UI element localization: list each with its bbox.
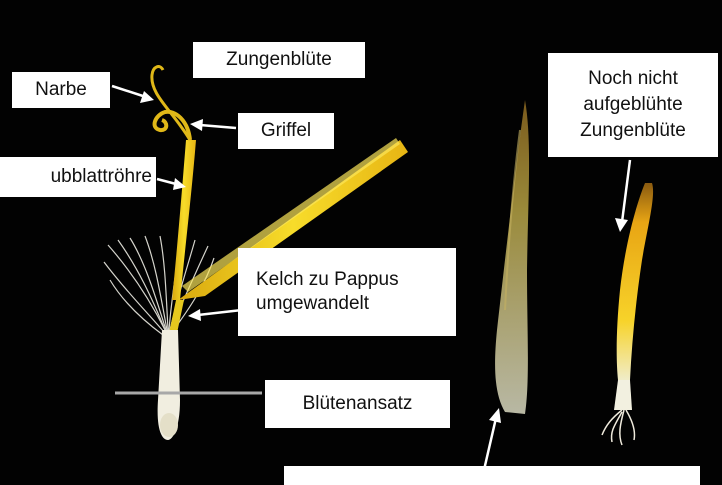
label-zungenbluete: Zungenblüte bbox=[193, 42, 365, 78]
label-bluetenansatz: Blütenansatz bbox=[265, 380, 450, 428]
arrow-icon bbox=[484, 408, 501, 470]
arrow-icon bbox=[188, 309, 242, 321]
dried-floret bbox=[495, 100, 529, 414]
arrow-icon bbox=[157, 178, 186, 190]
arrow-icon bbox=[190, 119, 236, 131]
label-noch-nicht-aufgebluehte: Noch nicht aufgeblühte Zungenblüte bbox=[548, 53, 718, 157]
label-griffel: Griffel bbox=[238, 113, 334, 149]
arrow-icon bbox=[112, 86, 154, 103]
label-kronblattroehre: ubblattröhre bbox=[0, 157, 156, 197]
label-bottom-caption bbox=[284, 466, 700, 485]
arrow-icon bbox=[615, 160, 630, 232]
bud-roots bbox=[602, 410, 635, 445]
label-kelch-pappus: Kelch zu Pappus umgewandelt bbox=[238, 248, 456, 336]
pappus-bristles bbox=[104, 236, 214, 335]
label-narbe: Narbe bbox=[12, 72, 110, 108]
